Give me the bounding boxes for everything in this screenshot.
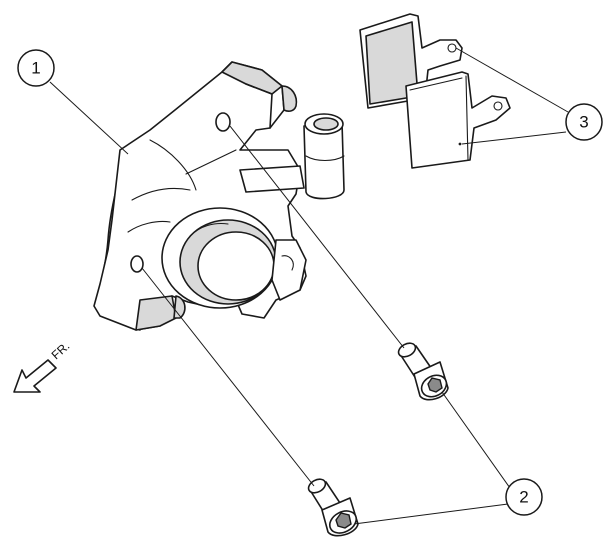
front-direction-label: FR. [49, 339, 73, 362]
brake-pads [359, 13, 511, 169]
brake-caliper [93, 61, 345, 331]
bolt-lower [307, 478, 359, 537]
callout-1-label: 1 [31, 59, 40, 78]
brake-pad-rear [359, 13, 463, 109]
assembly-lines [141, 125, 405, 487]
callout-1: 1 [17, 49, 55, 87]
front-arrow-icon [13, 359, 57, 393]
callout-3-label: 3 [579, 113, 588, 132]
callout-2-label: 2 [519, 488, 528, 507]
callout-3: 3 [565, 103, 603, 141]
bolt-upper [397, 342, 449, 401]
callout-2: 2 [505, 478, 543, 516]
brake-pad-front [405, 71, 511, 169]
front-direction-indicator: FR. [13, 339, 73, 393]
caliper-piston [161, 207, 279, 309]
leader-lines [49, 47, 569, 525]
